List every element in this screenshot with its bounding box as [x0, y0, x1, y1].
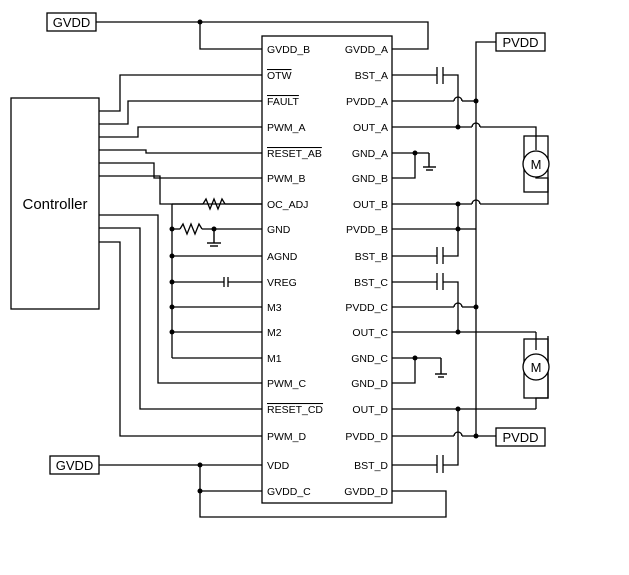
pin-label-gvdd-c: GVDD_C [267, 486, 311, 498]
pin-label-otw: OTW [267, 70, 292, 82]
gvdd-bottom-label: GVDD [49, 455, 100, 475]
pvdd-bottom-label: PVDD [495, 427, 546, 447]
motor-2-label: M [531, 360, 542, 375]
pin-label-gvdd-d: GVDD_D [344, 486, 388, 498]
pin-label-pvdd-a: PVDD_A [346, 96, 388, 108]
pin-label-oc-adj: OC_ADJ [267, 199, 308, 211]
pin-label-out-a: OUT_A [353, 122, 388, 134]
pin-label-out-c: OUT_C [352, 327, 388, 339]
pin-label-gnd-a: GND_A [352, 148, 388, 160]
gvdd-bottom-wiring [99, 462, 447, 518]
controller-label: Controller [22, 196, 87, 213]
pin-label-reset-cd: RESET_CD [267, 404, 323, 416]
pin-label-pvdd-d: PVDD_D [345, 431, 388, 443]
gvdd-top-text: GVDD [53, 15, 91, 30]
pin-label-pwm-d: PWM_D [267, 431, 307, 443]
motor-1: M [522, 135, 550, 193]
pin-label-out-d: OUT_D [352, 404, 388, 416]
pin-label-bst-c: BST_C [354, 277, 388, 289]
pin-label-vdd: VDD [267, 460, 290, 472]
ic-body [261, 35, 393, 504]
pin-label-gvdd-a: GVDD_A [345, 44, 388, 56]
pin-label-gnd-d: GND_D [351, 378, 388, 390]
gvdd-bottom-text: GVDD [56, 458, 94, 473]
pin-label-pwm-a: PWM_A [267, 122, 306, 134]
pin-label-vreg: VREG [267, 277, 297, 289]
motor-1-label: M [531, 157, 542, 172]
pin-label-agnd: AGND [267, 251, 298, 263]
oc-adj-resistor-network [169, 197, 262, 359]
pin-label-pvdd-c: PVDD_C [345, 302, 388, 314]
pin-label-pwm-b: PWM_B [267, 173, 306, 185]
pin-label-bst-a: BST_A [355, 70, 388, 82]
channel-cd-wiring [392, 229, 549, 473]
pin-label-pwm-c: PWM_C [267, 378, 307, 390]
pvdd-top-label: PVDD [495, 32, 546, 52]
ground-symbol-left [207, 229, 221, 247]
pin-label-bst-b: BST_B [355, 251, 388, 263]
pin-label-gnd-c: GND_C [351, 353, 388, 365]
motor-2: M [522, 338, 550, 399]
pin-label-m2: M2 [267, 327, 282, 339]
pvdd-top-text: PVDD [502, 35, 538, 50]
pin-label-reset-ab: RESET_AB [267, 148, 322, 160]
ic-left-pin-labels: GVDD_B OTW FAULT PWM_A RESET_AB PWM_B OC_ADJ GN… [267, 44, 323, 498]
ground-symbol-cd [435, 358, 447, 378]
pvdd-bottom-text: PVDD [502, 430, 538, 445]
pin-label-m3: M3 [267, 302, 282, 314]
gvdd-top-label: GVDD [46, 12, 97, 32]
pin-label-gvdd-b: GVDD_B [267, 44, 310, 56]
pin-label-gnd: GND [267, 224, 291, 236]
controller-signal-wiring [99, 74, 262, 437]
pin-label-m1: M1 [267, 353, 282, 365]
ic-right-pin-labels: GVDD_A BST_A PVDD_A OUT_A GND_A GND_B OUT_B PVD… [344, 44, 388, 498]
pin-label-gnd-b: GND_B [352, 173, 388, 185]
pin-label-fault: FAULT [267, 96, 299, 108]
pin-label-bst-d: BST_D [354, 460, 388, 472]
pin-label-pvdd-b: PVDD_B [346, 224, 388, 236]
ground-symbol-ab [423, 153, 436, 171]
gvdd-top-wiring [96, 19, 429, 50]
pin-label-out-b: OUT_B [353, 199, 388, 211]
controller-block: Controller [10, 97, 100, 310]
